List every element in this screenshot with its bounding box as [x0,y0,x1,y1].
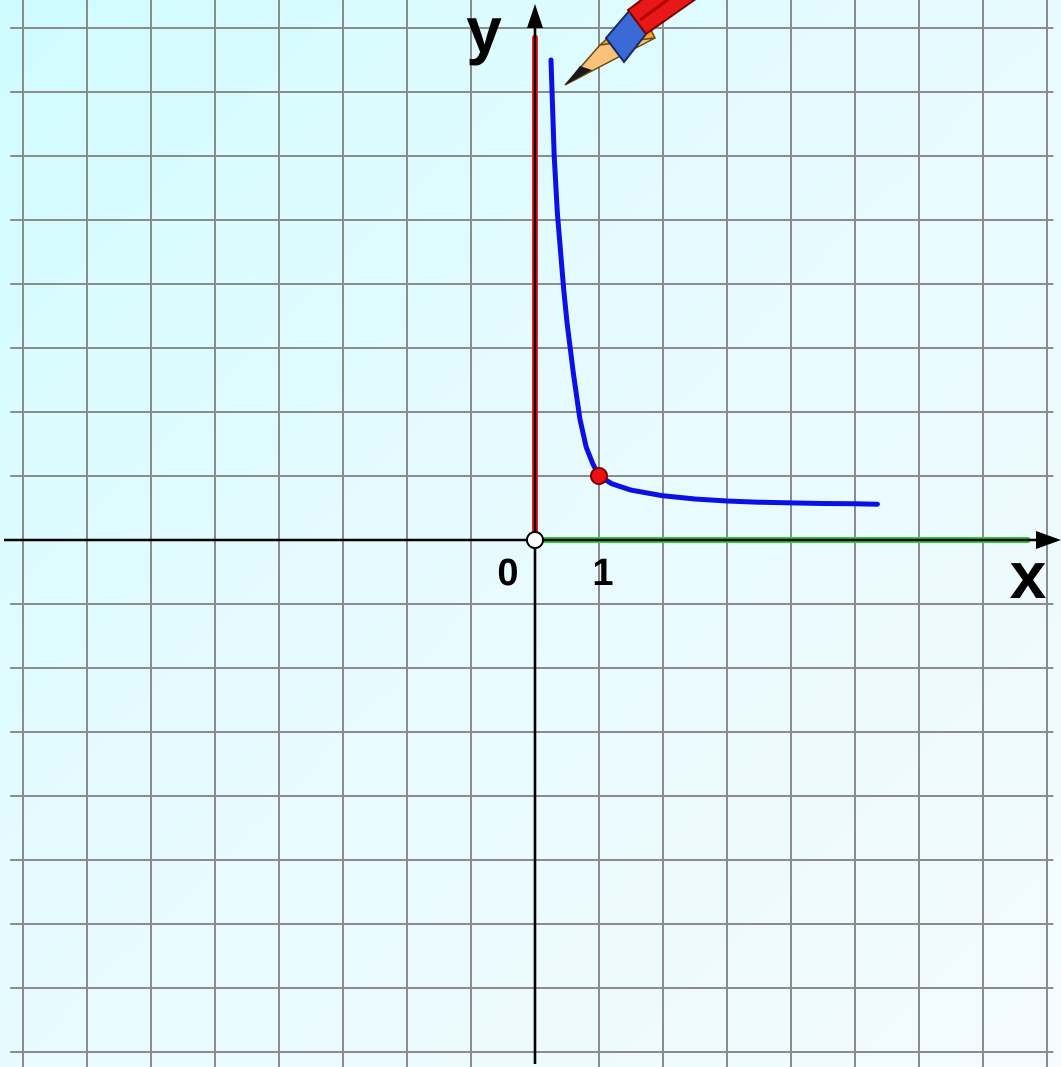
y-axis-label: y [466,0,502,66]
y-axis-arrow [527,4,543,28]
points-layer [526,467,608,549]
point-open-origin [526,531,544,549]
origin-tick-label: 0 [497,552,518,594]
point-marked-point [590,467,608,485]
pencil-icon [564,0,697,86]
range-highlights [532,34,1031,543]
x-axis-label: x [1010,538,1047,612]
x-tick-label-1: 1 [592,552,613,594]
x-axis-arrow [1036,531,1061,549]
